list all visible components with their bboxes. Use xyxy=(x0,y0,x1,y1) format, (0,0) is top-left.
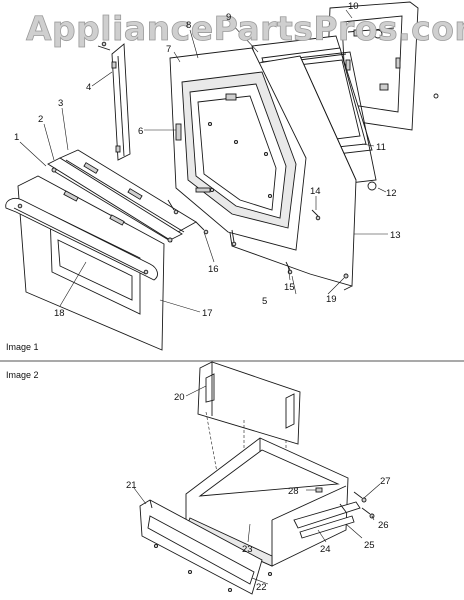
callout-22: 22 xyxy=(256,582,267,593)
callout-25: 25 xyxy=(364,540,375,551)
callout-19: 19 xyxy=(326,294,337,305)
callout-3: 3 xyxy=(58,98,63,109)
callout-17: 17 xyxy=(202,308,213,319)
section-label-image-2: Image 2 xyxy=(6,370,39,380)
callout-10: 10 xyxy=(348,1,359,12)
callout-5: 5 xyxy=(262,296,267,307)
callout-27: 27 xyxy=(380,476,391,487)
callout-4: 4 xyxy=(86,82,91,93)
callout-8: 8 xyxy=(186,20,191,31)
callout-2: 2 xyxy=(38,114,43,125)
callout-21: 21 xyxy=(126,480,137,491)
callout-14: 14 xyxy=(310,186,321,197)
callout-23: 23 xyxy=(242,544,253,555)
callout-9: 9 xyxy=(226,12,231,23)
callout-11: 11 xyxy=(376,142,386,153)
callout-15: 15 xyxy=(284,282,295,293)
part-drawer-slide xyxy=(293,501,361,539)
callout-16: 16 xyxy=(208,264,219,275)
callout-13: 13 xyxy=(390,230,401,241)
part-drawer-back xyxy=(197,361,301,445)
part-door-handle xyxy=(5,197,158,281)
watermark-text: AppliancePartsPros.com xyxy=(26,9,464,48)
callout-18: 18 xyxy=(54,308,65,319)
door-hardware-screws xyxy=(167,199,321,275)
callout-28: 28 xyxy=(288,486,299,497)
part-door-side-rail xyxy=(97,41,131,161)
image-1-door-assembly xyxy=(5,1,439,351)
callout-7: 7 xyxy=(166,44,171,55)
image-2-drawer-assembly xyxy=(133,361,381,595)
callout-12: 12 xyxy=(386,188,397,199)
part-drawer-front xyxy=(139,499,263,595)
callout-20: 20 xyxy=(174,392,185,403)
callout-24: 24 xyxy=(320,544,331,555)
section-label-image-1: Image 1 xyxy=(6,342,39,352)
image-2-leader-lines xyxy=(133,385,381,585)
callout-26: 26 xyxy=(378,520,389,531)
image-1-leader-lines xyxy=(19,9,388,313)
callout-6: 6 xyxy=(138,126,143,137)
callout-1: 1 xyxy=(14,132,19,143)
part-door-vent-trim xyxy=(47,157,183,243)
part-door-liner xyxy=(169,47,307,251)
